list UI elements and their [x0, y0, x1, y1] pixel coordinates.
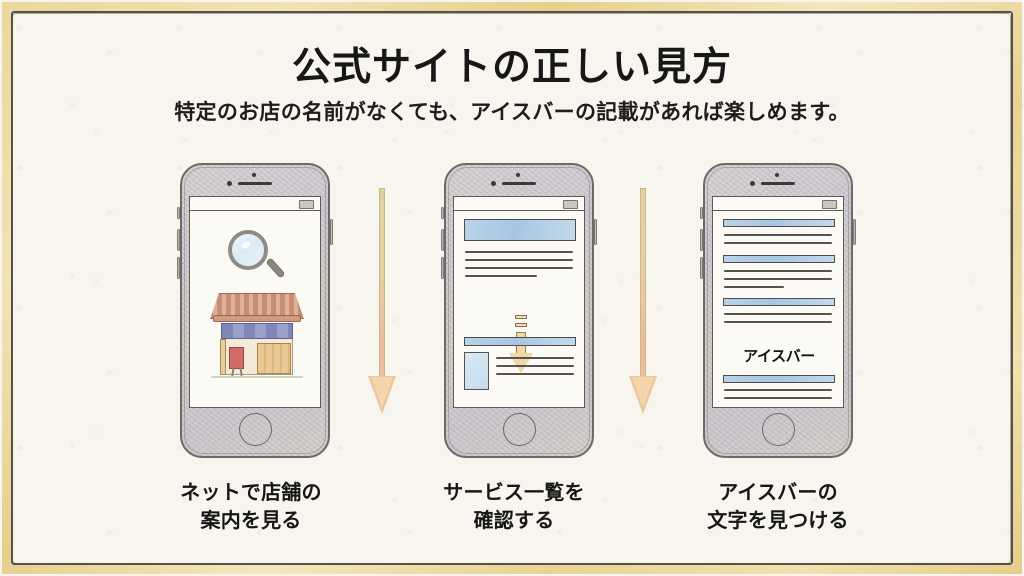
text-line	[465, 259, 573, 261]
home-button[interactable]	[762, 413, 795, 446]
shop-awning	[221, 323, 293, 339]
text-line	[496, 373, 574, 375]
shop-left-post	[220, 339, 226, 375]
phone-step-3: アイスバー	[700, 163, 856, 458]
volume-down-button	[177, 257, 180, 279]
status-bar	[190, 197, 320, 211]
section-heading-bar	[723, 255, 835, 263]
page-title: 公式サイトの正しい見方	[291, 46, 732, 89]
front-camera-icon	[516, 173, 520, 177]
volume-down-button	[441, 257, 444, 279]
highlighted-keyword: アイスバー	[721, 341, 837, 366]
volume-up-button	[441, 229, 444, 251]
caption-line-2: 案内を見る	[200, 509, 302, 532]
text-line	[496, 357, 574, 359]
front-camera-icon	[775, 173, 779, 177]
volume-up-button	[700, 229, 703, 251]
battery-icon	[563, 200, 578, 209]
earpiece-speaker	[761, 182, 795, 185]
volume-down-button	[700, 257, 703, 279]
text-line	[465, 275, 537, 277]
caption-line-1: アイスバーの	[718, 482, 838, 504]
caption-step-3: アイスバーの 文字を見つける	[663, 480, 893, 535]
earpiece-speaker	[238, 182, 272, 185]
power-button	[853, 219, 856, 245]
section-heading-bar	[723, 298, 835, 306]
connector-shaft	[379, 188, 385, 380]
magnifier-glint	[240, 239, 252, 251]
caption-line-1: サービス一覧を	[443, 482, 585, 504]
shop-roof-edge	[213, 315, 301, 322]
front-camera-icon	[252, 173, 256, 177]
text-line	[724, 321, 832, 323]
battery-icon	[299, 200, 314, 209]
text-line	[465, 267, 573, 269]
arrow-dash-1	[515, 315, 527, 319]
phone-3-screen: アイスバー	[712, 196, 844, 408]
caption-line-1: ネットで店舗の	[180, 482, 322, 504]
storefront-illustration	[207, 293, 307, 379]
home-button[interactable]	[239, 413, 272, 446]
thumbnail-placeholder	[464, 352, 489, 390]
page-subtitle: 特定のお店の名前がなくても、アイスバーの記載があれば楽しめます。	[174, 101, 850, 124]
caption-line-2: 確認する	[473, 509, 555, 532]
text-line	[724, 242, 832, 244]
section-heading-bar	[723, 219, 835, 227]
section-heading-bar	[464, 337, 576, 346]
text-line	[724, 389, 832, 391]
text-line	[724, 397, 832, 399]
mute-switch	[441, 207, 444, 219]
arrow-dash-2	[515, 323, 527, 327]
text-line	[496, 365, 574, 367]
connector-arrowhead-inner	[371, 377, 393, 408]
volume-up-button	[177, 229, 180, 251]
connector-shaft	[640, 188, 646, 380]
phone-1-screen	[189, 196, 321, 408]
sensor-dot-icon	[750, 181, 755, 186]
status-bar	[713, 197, 843, 211]
text-line	[724, 278, 832, 280]
battery-icon	[822, 200, 837, 209]
earpiece-speaker	[502, 182, 536, 185]
text-line	[465, 251, 573, 253]
page-header-banner	[464, 219, 576, 241]
home-button[interactable]	[503, 413, 536, 446]
arrow-head	[509, 353, 533, 373]
connector-arrowhead-inner	[632, 377, 654, 408]
mute-switch	[700, 207, 703, 219]
mute-switch	[177, 207, 180, 219]
sensor-dot-icon	[491, 181, 496, 186]
phone-step-1	[177, 163, 333, 458]
text-line	[724, 234, 832, 236]
magnifier-icon	[228, 230, 268, 270]
connector-arrow-1	[368, 188, 396, 414]
shop-ground-line	[211, 376, 303, 378]
text-line	[724, 313, 832, 315]
power-button	[594, 219, 597, 245]
section-heading-bar	[723, 375, 835, 383]
shop-standing-sign	[229, 347, 244, 369]
caption-line-2: 文字を見つける	[707, 509, 849, 532]
phone-step-2	[441, 163, 597, 458]
shop-door	[257, 343, 291, 374]
power-button	[330, 219, 333, 245]
text-line	[724, 286, 784, 288]
status-bar	[454, 197, 584, 211]
shop-roof-tiles	[210, 293, 304, 319]
text-line	[724, 270, 832, 272]
connector-arrow-2	[629, 188, 657, 414]
sensor-dot-icon	[227, 181, 232, 186]
caption-step-1: ネットで店舗の 案内を見る	[136, 480, 366, 535]
caption-step-2: サービス一覧を 確認する	[399, 480, 629, 535]
phone-2-screen	[453, 196, 585, 408]
